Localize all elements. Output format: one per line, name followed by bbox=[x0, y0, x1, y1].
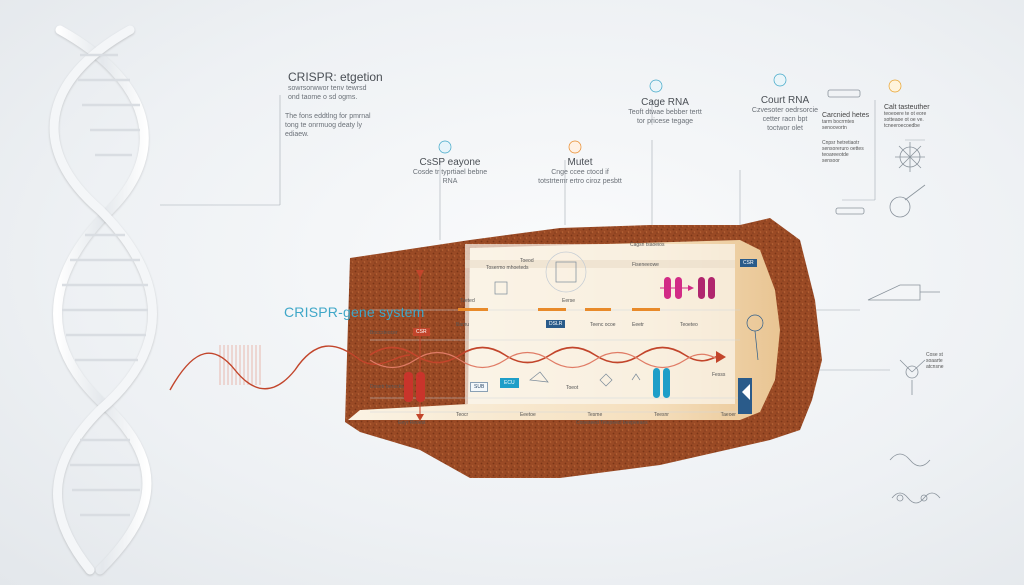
mutet-title: Mutet bbox=[567, 157, 593, 168]
hatched-region bbox=[219, 345, 261, 385]
segment-label: Teesnr bbox=[653, 412, 669, 418]
inner-icons bbox=[494, 251, 764, 387]
cell-title: Calt tasteuther bbox=[884, 104, 930, 111]
inner-bottom-center: Cooeseed Tetepeecl beepeeaes bbox=[576, 420, 648, 426]
cell-line-1: teoeoere te ot eore bbox=[884, 111, 927, 117]
inner-blue-box: DSLR bbox=[546, 320, 566, 328]
cell-line-3: tcneeroecoedbe bbox=[884, 123, 920, 129]
inner-control-label: Dosetr berocks bbox=[370, 384, 404, 390]
court-rna-label: Court RNA Czvesoter oedrsorcie cetter ra… bbox=[745, 95, 825, 133]
court-rna-line-1: Czvesoter oedrsorcie bbox=[751, 107, 819, 114]
right-small-line-2: soaarte bbox=[926, 358, 943, 364]
segment-label: Taeoer bbox=[720, 412, 736, 418]
court-rna-line-2: cetter racn bpt bbox=[762, 116, 808, 123]
top-left-line-2: ond taome o sd ogms. bbox=[288, 94, 358, 101]
left-note-line-2: tong te onrmuog deaty ly bbox=[285, 122, 363, 129]
top-left-title: CRISPR: etgetion bbox=[288, 70, 383, 84]
inner-right-note-2: Teoeteo bbox=[680, 322, 698, 328]
left-note-line-3: ediaew. bbox=[285, 131, 309, 138]
inner-note-c: Eerse bbox=[562, 298, 576, 304]
inner-note-a: Tseted bbox=[460, 298, 475, 304]
inner-header-left: Tosermo mhoeteds bbox=[486, 265, 529, 271]
tissue-slab bbox=[345, 218, 822, 478]
helix-illustration bbox=[49, 25, 157, 575]
segment-label: Teocr bbox=[456, 412, 469, 418]
cas9-marker-left bbox=[404, 270, 425, 421]
guide-rna-label: Cage RNA Teoft dtwae bebber tertt tor pr… bbox=[620, 97, 710, 126]
csr2-badge: CSR bbox=[740, 259, 757, 267]
inner-fiduc-label: Fesss bbox=[712, 372, 726, 378]
guide-molecules bbox=[660, 277, 715, 299]
top-left-line-1: sowrsorwwor tenv tewrsd bbox=[288, 85, 367, 92]
mid-right-line-4: sensoor bbox=[822, 158, 840, 164]
left-note-line-1: The fons eddtlng for pmrnal bbox=[285, 113, 371, 120]
top-left-label: CRISPR: etgetion sowrsorwwor tenv tewrsd… bbox=[288, 70, 388, 102]
grid-lines bbox=[370, 309, 740, 413]
segment-label: Eeetoe bbox=[519, 412, 536, 418]
segment-labels: Teocr Eeetoe Tesme Teesnr Taeoer bbox=[456, 412, 736, 418]
guide-rna-line-2: tor pricese tegage bbox=[636, 118, 694, 125]
guide-rna-line-1: Teoft dtwae bebber tertt bbox=[628, 109, 702, 116]
court-rna-title: Court RNA bbox=[760, 95, 810, 106]
right-instruments bbox=[827, 89, 941, 504]
mutet-line-1: Cnge ccee ctocd if bbox=[551, 169, 609, 176]
inner-box-2: ECU bbox=[500, 378, 519, 388]
inner-seq-b: Bamu bbox=[456, 322, 470, 328]
right-small-line-3: atcnsne bbox=[926, 364, 944, 370]
carried-line-1: tarm bocrrntes bbox=[822, 119, 855, 125]
top-icons bbox=[438, 73, 902, 154]
carried-title: Carcnied hetes bbox=[822, 112, 870, 119]
guide-rna-title: Cage RNA bbox=[641, 97, 689, 108]
cas9-line-2: RNA bbox=[442, 178, 458, 185]
right-small-line-1: Cose st bbox=[926, 352, 943, 358]
mid-right-line-3: teoareeotde bbox=[822, 152, 849, 158]
inner-tight-label: Toeot bbox=[566, 385, 579, 391]
inner-side-label: Fiseneeowe bbox=[632, 262, 659, 268]
mid-right-note: Cnpsr hetretiaotr sensoreruro oettes teo… bbox=[822, 140, 882, 164]
track-segments bbox=[458, 308, 660, 311]
csr-badge: CSR bbox=[413, 328, 430, 336]
inner-note-b: Toeod bbox=[520, 258, 534, 264]
main-title: CRISPR-gene system bbox=[284, 304, 425, 320]
inner-cell-note: Teenc ocoe bbox=[590, 322, 616, 328]
cyan-molecules bbox=[653, 368, 752, 414]
cas9-label: CsSP eayone Cosde tr typrtiael bebne RNA bbox=[405, 157, 495, 186]
cas9-line-1: Cosde tr typrtiael bebne bbox=[412, 169, 488, 176]
mutet-label: Mutet Cnge ccee ctocd if totstrtemr ertr… bbox=[530, 157, 630, 186]
right-small-note: Cose st soaarte atcnsne bbox=[926, 352, 966, 370]
mutet-line-2: totstrtemr ertro ciroz pesbtt bbox=[538, 178, 622, 185]
dna-strand bbox=[169, 345, 726, 391]
inner-caspr-label: Cagsn tsaoeios bbox=[630, 242, 665, 248]
inner-box-1: SUB bbox=[470, 382, 489, 392]
cas9-title: CsSP eayone bbox=[419, 157, 481, 168]
cell-line-2: sotteaoe ot oe ve. bbox=[884, 117, 924, 123]
inner-right-note: Eeetr bbox=[632, 322, 644, 328]
left-note: The fons eddtlng for pmrnal tong te onrm… bbox=[285, 112, 395, 139]
court-rna-line-3: toctwor olet bbox=[767, 125, 803, 132]
mid-right-line-2: sensoreruro oettes bbox=[822, 146, 864, 152]
carried-line-2: senoovortn bbox=[822, 125, 847, 131]
carried-label: Carcnied hetes tarm bocrrntes senoovortn bbox=[822, 112, 882, 131]
segment-label: Tesme bbox=[587, 412, 603, 418]
inner-bottom-left: Eeyr Reoest bbox=[398, 420, 426, 426]
inner-seq-a: Boccsteocer bbox=[370, 330, 398, 336]
mid-right-line-1: Cnpsr hetretiaotr bbox=[822, 140, 860, 146]
cell-label: Calt tasteuther teoeoere te ot eore sott… bbox=[884, 104, 954, 129]
